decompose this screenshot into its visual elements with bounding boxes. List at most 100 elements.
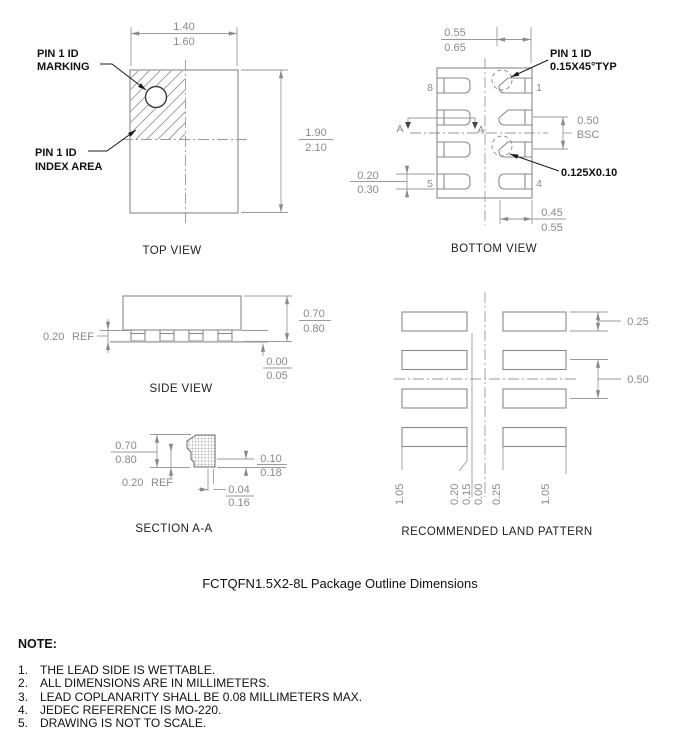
land-pattern-title: RECOMMENDED LAND PATTERN <box>401 526 592 538</box>
dim-section-height: 0.70 0.80 <box>111 434 191 468</box>
pin-number-5: 5 <box>427 178 433 190</box>
land-pads <box>401 311 567 448</box>
dim-value: 0.16 <box>228 497 249 509</box>
pin1-index-label: INDEX AREA <box>35 161 102 173</box>
note-text: LEAD COPLANARITY SHALL BE 0.08 MILLIMETE… <box>40 689 363 704</box>
side-view-body <box>122 295 242 331</box>
note-number: 3. <box>18 689 29 704</box>
pin1-marking-label: PIN 1 ID <box>37 48 79 60</box>
ordinate-label: 0.00 <box>473 484 485 505</box>
note-item: 1. THE LEAD SIDE IS WETTABLE. <box>18 663 362 677</box>
dim-value: 0.80 <box>115 454 136 466</box>
land-pattern: 1.05 0.20 0.15 0.00 0.25 1.05 0.25 0.50 … <box>394 292 649 538</box>
pin1-id-label: 0.15X45°TYP <box>550 61 617 73</box>
dim-value: 0.80 <box>303 323 324 335</box>
dim-value: 0.10 <box>260 453 281 465</box>
note-text: THE LEAD SIDE IS WETTABLE. <box>40 663 216 677</box>
dim-value: 1.60 <box>173 36 194 48</box>
dim-ref: REF <box>151 477 173 489</box>
dim-value: 1.90 <box>305 127 326 139</box>
bottom-view-title: BOTTOM VIEW <box>451 243 537 255</box>
dim-edge-pad: 0.45 0.55 <box>499 200 566 234</box>
ordinate-lines <box>401 333 567 497</box>
dim-value: 0.55 <box>444 27 465 39</box>
pin-number-1: 1 <box>536 82 542 94</box>
top-view: 1.40 1.60 1.90 2.10 PIN 1 ID MARKING PIN… <box>35 21 333 257</box>
section-aa-view: 0.70 0.80 0.20 REF 0.10 0.18 0.04 <box>111 434 287 535</box>
dim-value: 0.18 <box>260 467 281 479</box>
dim-value: 0.20 <box>43 331 64 343</box>
pin3-chamfer-mark <box>491 135 513 157</box>
pin1-marking-circle <box>144 85 168 109</box>
dim-value: 0.55 <box>541 222 562 234</box>
note-item: 5. DRAWING IS NOT TO SCALE. <box>18 716 362 731</box>
dim-flank: 0.10 0.18 <box>217 450 287 479</box>
dim-value: 0.30 <box>357 184 378 196</box>
note-text: JEDEC REFERENCE IS MO-220. <box>40 702 222 717</box>
ordinate-label: 1.05 <box>540 484 552 505</box>
bottom-view-body <box>436 67 533 199</box>
side-view-title: SIDE VIEW <box>149 383 212 395</box>
note-number: 4. <box>18 702 29 717</box>
drawing-canvas: 1.40 1.60 1.90 2.10 PIN 1 ID MARKING PIN… <box>35 21 649 538</box>
bottom-view: 8 1 5 4 A A 0.55 0.65 PIN 1 ID 0.15X45°T… <box>350 27 617 255</box>
dim-value: 0.50 <box>627 374 648 386</box>
dim-land-pad-height: 0.25 <box>570 311 649 332</box>
pin1-id-callout: PIN 1 ID 0.15X45°TYP <box>510 48 617 78</box>
pin-number-8: 8 <box>427 82 433 94</box>
note-item: 4. JEDEC REFERENCE IS MO-220. <box>18 702 362 717</box>
note-text: DRAWING IS NOT TO SCALE. <box>40 716 207 731</box>
pin1-id-label: PIN 1 ID <box>550 48 592 60</box>
side-view-leads <box>130 329 233 342</box>
section-aa-title: SECTION A-A <box>135 523 212 535</box>
drawing-title: FCTQFN1.5X2-8L Package Outline Dimension… <box>202 576 478 591</box>
note-number: 2. <box>18 676 29 691</box>
ordinate-label: 1.05 <box>394 484 406 505</box>
corner-chamfer-callout: 0.125X0.10 <box>509 153 617 179</box>
ordinate-label: 0.20 <box>449 484 461 505</box>
pin1-index-label: PIN 1 ID <box>35 147 77 159</box>
pin1-marking-label: MARKING <box>37 61 90 73</box>
dim-value: 0.20 <box>122 477 143 489</box>
dim-ref: REF <box>72 331 94 343</box>
notes-heading: NOTE: <box>18 637 57 651</box>
left-pads <box>437 77 471 190</box>
dim-pad-length: 0.55 0.65 <box>441 27 532 63</box>
note-number: 5. <box>18 716 29 731</box>
dim-value: 0.50 <box>577 115 598 127</box>
corner-chamfer-label: 0.125X0.10 <box>561 167 617 179</box>
dim-value: 2.10 <box>305 142 326 154</box>
top-view-title: TOP VIEW <box>142 245 201 257</box>
lead-cross-section <box>186 434 216 468</box>
dim-foot: 0.04 0.16 <box>198 469 254 509</box>
note-text: ALL DIMENSIONS ARE IN MILLIMETERS. <box>40 676 270 691</box>
dim-pitch: 0.50 BSC <box>533 115 599 150</box>
dim-value: 0.65 <box>444 42 465 54</box>
dim-value: 0.25 <box>627 316 648 328</box>
ordinate-label: 0.15 <box>461 484 473 505</box>
section-letter: A <box>477 124 484 136</box>
note-item: 2. ALL DIMENSIONS ARE IN MILLIMETERS. <box>18 676 362 691</box>
note-number: 1. <box>18 663 29 677</box>
dim-value: 0.04 <box>228 484 249 496</box>
dim-lead-height-ref: 0.20 REF <box>43 319 130 353</box>
pin1-marking-callout: PIN 1 ID MARKING <box>37 48 147 91</box>
dim-value: 0.45 <box>541 207 562 219</box>
dim-standoff: 0.00 0.05 <box>242 330 292 382</box>
dim-top-height: 1.90 2.10 <box>241 69 333 213</box>
dim-value: 0.00 <box>266 356 287 368</box>
side-view: 0.70 0.80 0.20 REF 0.00 0.05 SIDE VIEW <box>43 295 331 395</box>
note-item: 3. LEAD COPLANARITY SHALL BE 0.08 MILLIME… <box>18 689 363 704</box>
dim-value: 0.70 <box>115 440 136 452</box>
ordinate-label: 0.25 <box>491 484 503 505</box>
notes-section: NOTE: 1. THE LEAD SIDE IS WETTABLE. 2. ALL… <box>18 637 362 730</box>
dim-value: 0.20 <box>357 170 378 182</box>
dim-pad-width: 0.20 0.30 <box>350 165 435 198</box>
section-cut-marks: A A <box>396 117 485 136</box>
dim-land-pitch: 0.50 <box>570 359 649 399</box>
section-letter: A <box>396 123 403 135</box>
dim-value: 0.70 <box>303 308 324 320</box>
dim-top-width: 1.40 1.60 <box>130 21 238 66</box>
right-pads <box>498 77 532 190</box>
